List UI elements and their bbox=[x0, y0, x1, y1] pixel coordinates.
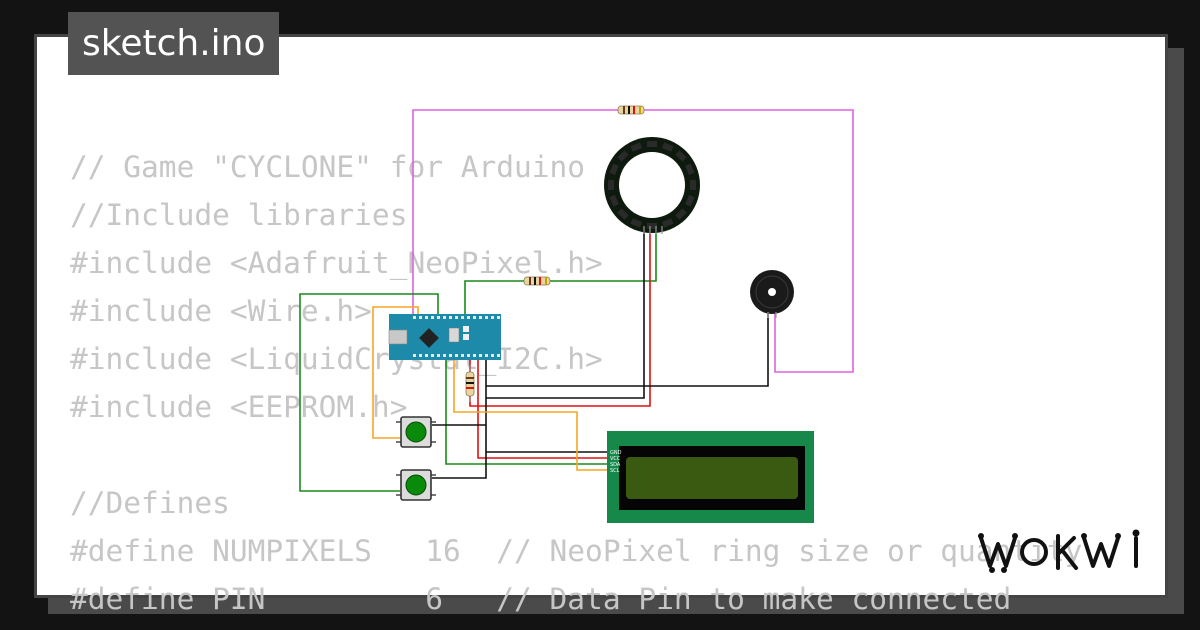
nano-pin bbox=[443, 316, 446, 319]
nano-pin bbox=[413, 354, 416, 357]
nano-pin bbox=[497, 316, 500, 319]
nano-pin bbox=[437, 316, 440, 319]
lcd-display: GND VCC SDA SCL bbox=[607, 431, 814, 523]
nano-pin bbox=[467, 354, 470, 357]
nano-pin bbox=[461, 316, 464, 319]
code-line-6: #include <EEPROM.h> bbox=[70, 390, 408, 424]
nano-pin bbox=[485, 354, 488, 357]
nano-pin bbox=[443, 354, 446, 357]
wire-orange-button1 bbox=[372, 306, 419, 439]
neopixel-led bbox=[609, 163, 619, 176]
push-button-2 bbox=[396, 469, 436, 501]
neopixel-led bbox=[630, 142, 643, 152]
neopixel-led bbox=[630, 218, 643, 228]
nano-pin bbox=[413, 316, 416, 319]
nano-pin bbox=[437, 354, 440, 357]
neopixel-led bbox=[609, 194, 619, 207]
nano-pin bbox=[431, 354, 434, 357]
lcd-pin-scl: SCL bbox=[610, 468, 620, 474]
lcd-pin-vcc: VCC bbox=[610, 456, 621, 462]
nano-pin bbox=[491, 354, 494, 357]
nano-pin bbox=[497, 354, 500, 357]
wire-pink bbox=[412, 109, 854, 373]
neopixel-led bbox=[690, 180, 696, 190]
code-line-4: #include <Wire.h> bbox=[70, 294, 372, 328]
nano-pin bbox=[461, 354, 464, 357]
code-line-1: // Game "CYCLONE" for Arduino bbox=[70, 150, 586, 184]
wire-black-button2 bbox=[432, 452, 487, 479]
code-line-10: #define PIN 6 // Data Pin to make connec… bbox=[70, 582, 1012, 616]
lcd-pin-gnd: GND bbox=[610, 450, 622, 456]
resistor-top bbox=[617, 105, 645, 115]
nano-pin bbox=[455, 316, 458, 319]
neopixel-led bbox=[617, 208, 629, 220]
neopixel-led bbox=[617, 150, 629, 162]
push-button-1 bbox=[396, 416, 436, 448]
neopixel-led bbox=[661, 142, 674, 152]
nano-pin bbox=[425, 354, 428, 357]
wire-orange-lcd bbox=[453, 360, 609, 471]
nano-pin bbox=[467, 316, 470, 319]
code-line-3: #include <Adafruit_NeoPixel.h> bbox=[70, 246, 603, 280]
neopixel-led bbox=[685, 163, 695, 176]
neopixel-led bbox=[675, 208, 687, 220]
nano-pin bbox=[491, 316, 494, 319]
nano-pin bbox=[449, 354, 452, 357]
nano-pin bbox=[431, 316, 434, 319]
resistor-middle bbox=[523, 276, 551, 286]
buzzer bbox=[750, 270, 794, 318]
code-panel: // Game "CYCLONE" for Arduino //Include l… bbox=[34, 34, 1168, 616]
wire-black-buzzer bbox=[486, 310, 769, 387]
resistor-vertical bbox=[465, 365, 475, 402]
neopixel-led bbox=[647, 141, 657, 147]
wire-red-lcd bbox=[477, 360, 609, 459]
wire-green-ring bbox=[464, 232, 657, 315]
neopixel-led bbox=[661, 218, 674, 228]
code-line-9: #define NUMPIXELS 16 // NeoPixel ring si… bbox=[70, 534, 1083, 568]
nano-pin bbox=[479, 354, 482, 357]
code-line-2: //Include libraries bbox=[70, 198, 408, 232]
arduino-nano bbox=[388, 314, 501, 360]
file-tab-title[interactable]: sketch.ino bbox=[68, 12, 280, 75]
nano-pin bbox=[425, 316, 428, 319]
nano-pin bbox=[419, 316, 422, 319]
nano-pin bbox=[485, 316, 488, 319]
nano-pin bbox=[449, 316, 452, 319]
code-line-8: //Defines bbox=[70, 486, 230, 520]
wire-green-lcd bbox=[445, 360, 609, 465]
neopixel-led bbox=[675, 150, 687, 162]
wire-green-button2 bbox=[299, 293, 439, 492]
neopixel-ring bbox=[604, 137, 700, 234]
wire-black-ring bbox=[486, 232, 645, 399]
nano-pin bbox=[479, 316, 482, 319]
neopixel-led bbox=[685, 194, 695, 207]
nano-pin bbox=[473, 316, 476, 319]
lcd-pin-sda: SDA bbox=[610, 462, 621, 468]
nano-pin bbox=[455, 354, 458, 357]
wokwi-logo bbox=[978, 529, 1140, 573]
nano-pin bbox=[419, 354, 422, 357]
neopixel-led bbox=[647, 223, 657, 229]
neopixel-led bbox=[608, 180, 614, 190]
nano-pin bbox=[473, 354, 476, 357]
